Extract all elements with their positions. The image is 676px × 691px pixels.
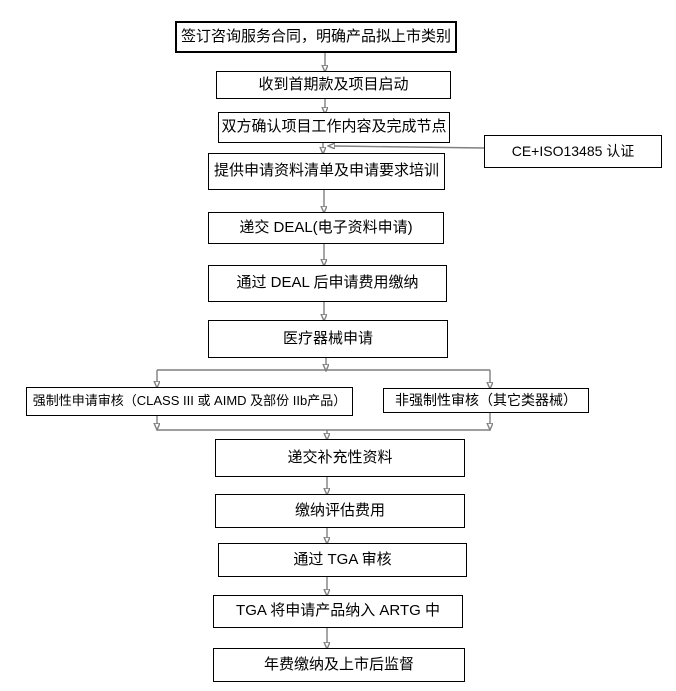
node-annual-fee: 年费缴纳及上市后监督 [213,648,465,682]
node-confirm-scope: 双方确认项目工作内容及完成节点 [218,112,450,143]
node-supplementary-data: 递交补充性资料 [215,439,465,477]
node-provide-doc-list: 提供申请资料清单及申请要求培训 [208,153,445,190]
node-assessment-fee: 缴纳评估费用 [215,494,465,528]
node-receive-payment: 收到首期款及项目启动 [216,71,451,99]
node-submit-deal: 递交 DEAL(电子资料申请) [208,212,444,244]
node-non-mandatory-audit: 非强制性审核（其它类器械） [383,388,589,413]
node-device-application: 医疗器械申请 [208,320,448,358]
node-ce-iso-cert: CE+ISO13485 认证 [484,135,662,168]
node-sign-contract: 签订咨询服务合同，明确产品拟上市类别 [175,21,457,53]
node-artg-inclusion: TGA 将申请产品纳入 ARTG 中 [213,595,463,628]
node-deal-fee-payment: 通过 DEAL 后申请费用缴纳 [208,265,447,302]
node-tga-audit: 通过 TGA 审核 [218,543,467,577]
node-mandatory-audit: 强制性申请审核（CLASS III 或 AIMD 及部份 IIb产品） [26,387,353,416]
